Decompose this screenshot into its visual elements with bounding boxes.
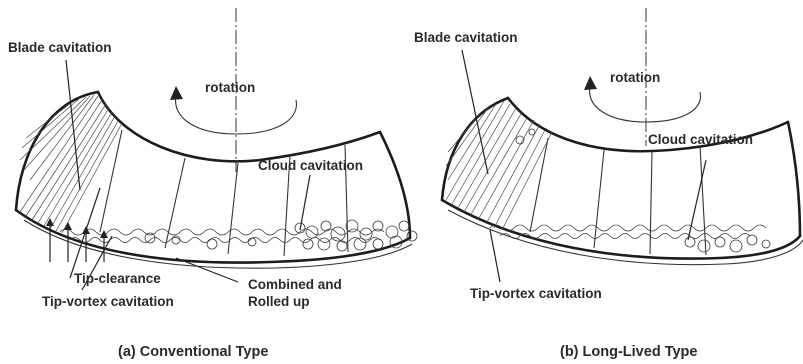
tip-clearance-label-a: Tip-clearance — [74, 271, 161, 286]
blade-cavitation-label-a: Blade cavitation — [8, 40, 112, 55]
leader-cloud-cavitation-a — [300, 175, 310, 230]
tip-vortex-region-a — [60, 220, 417, 251]
tip-vortex-region-b — [490, 129, 770, 252]
blade-cavitation-label-b: Blade cavitation — [414, 30, 518, 45]
tip-vortex-label-b: Tip-vortex cavitation — [470, 286, 602, 301]
rotation-label-b: rotation — [610, 70, 660, 85]
cloud-cavitation-label-a: Cloud cavitation — [258, 158, 363, 173]
panel-b: Blade cavitation rotation Cloud cavitati… — [414, 8, 803, 360]
panel-a: Blade cavitation rotation Cloud cavitati… — [8, 8, 417, 360]
cloud-cavitation-label-b: Cloud cavitation — [648, 132, 753, 147]
blade-outline-a — [16, 92, 412, 268]
leader-blade-cavitation-a — [66, 60, 80, 190]
tip-vortex-label-a: Tip-vortex cavitation — [42, 294, 174, 309]
blade-outline-b — [442, 98, 803, 265]
combined-label-line2-a: Rolled up — [248, 294, 310, 309]
blade-cavitation-region-a — [20, 95, 121, 233]
blade-dividers-a — [100, 130, 348, 256]
combined-label-line1-a: Combined and — [248, 277, 342, 292]
caption-a: (a) Conventional Type — [118, 344, 268, 360]
rotation-label-a: rotation — [205, 80, 255, 95]
caption-b: (b) Long-Lived Type — [560, 344, 697, 360]
cloud-cluster-a — [145, 220, 417, 251]
leader-tip-vortex-b — [490, 230, 500, 282]
